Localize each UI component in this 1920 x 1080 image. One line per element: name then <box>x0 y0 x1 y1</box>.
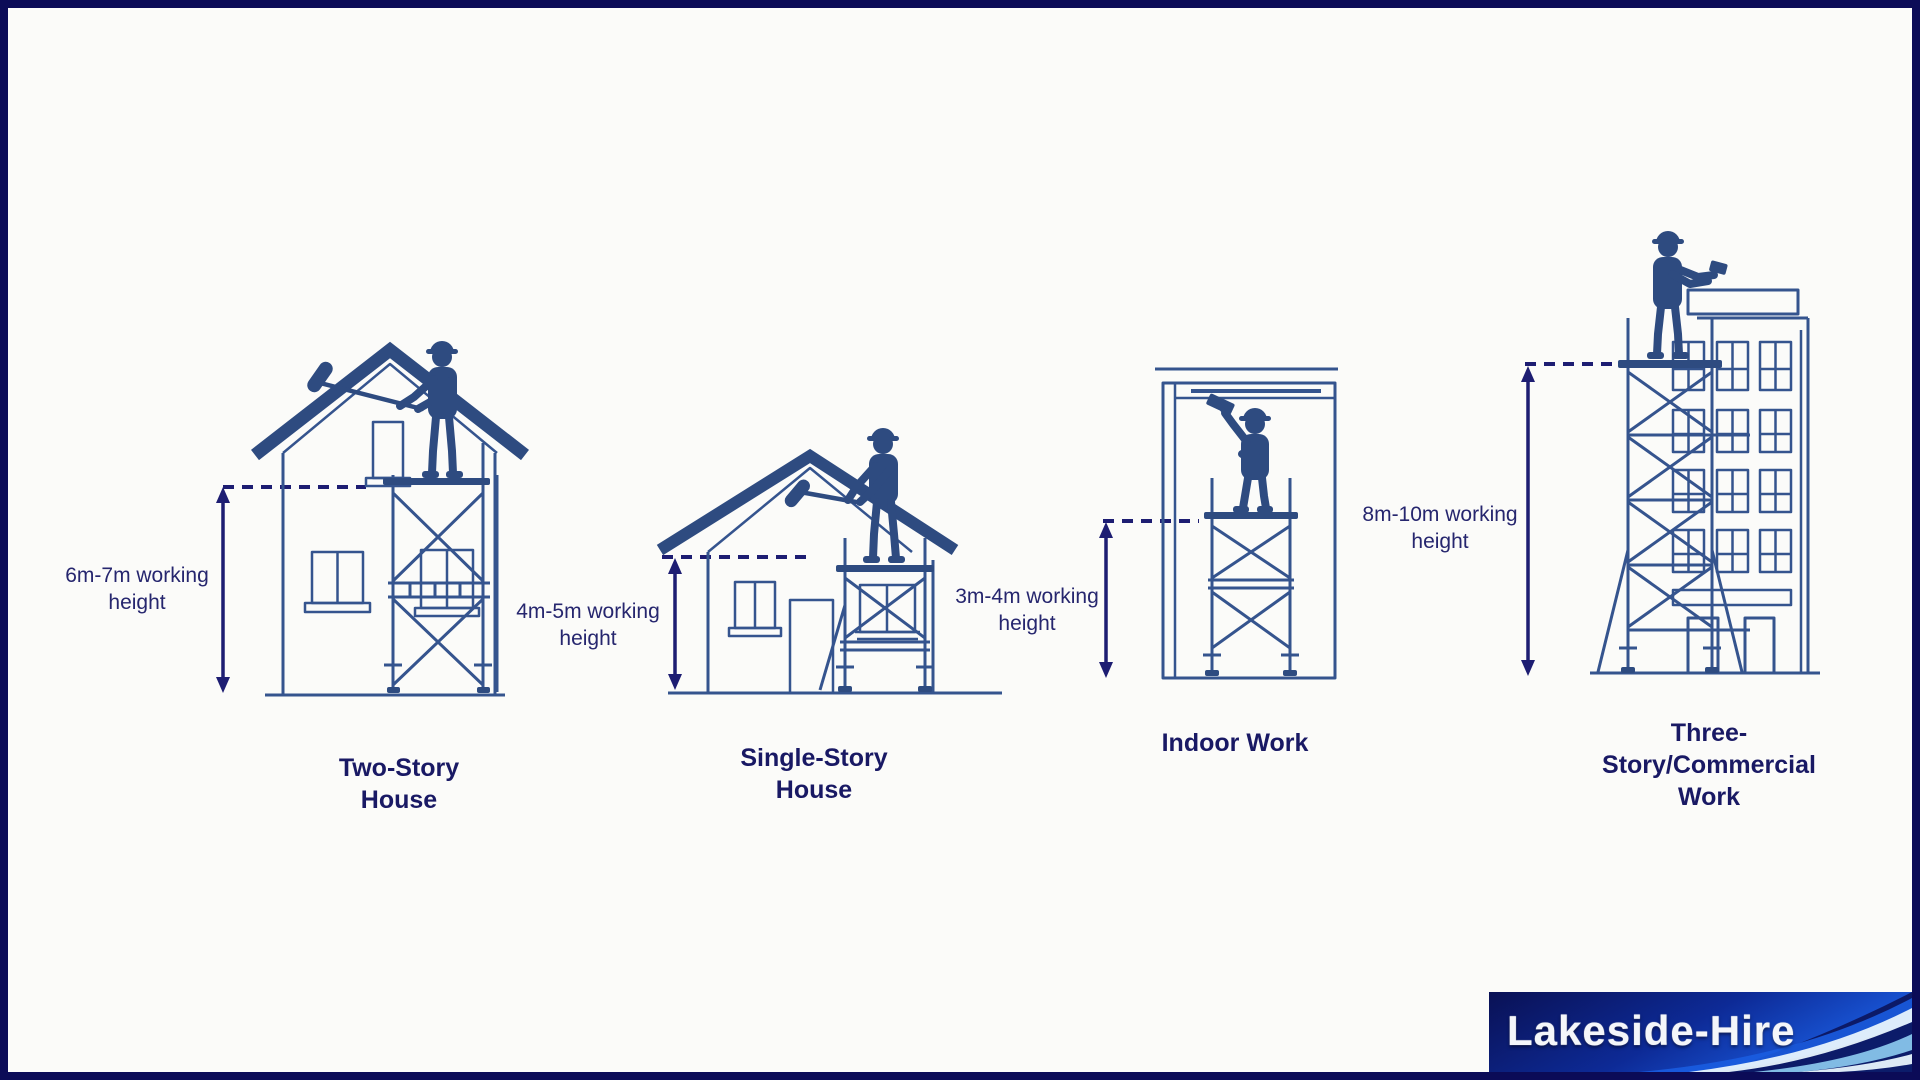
caption-commercial: Three- Story/Commercial Work <box>1602 719 1816 811</box>
worker-with-paint-roller <box>784 428 905 563</box>
scaffold-tower <box>1203 478 1299 676</box>
house <box>251 341 529 697</box>
two-story-house-illustration <box>216 341 529 697</box>
height-label-commercial: 8m-10m working height <box>1362 503 1518 553</box>
height-label-two-story: 6m-7m working height <box>65 564 209 614</box>
measurement-arrow-commercial <box>1521 362 1623 676</box>
logo-background-swoosh <box>1489 992 1912 1072</box>
measurement-arrow-two-story <box>216 485 366 693</box>
scaffold-tower <box>1596 318 1750 673</box>
room <box>1155 367 1338 680</box>
measurement-arrow-indoor <box>1099 519 1199 678</box>
worker-with-tool <box>1647 231 1728 359</box>
caption-two-story: Two-Story House <box>338 754 460 814</box>
lakeside-hire-logo: Lakeside-Hire <box>1489 992 1912 1072</box>
worker-with-paint-roller <box>307 341 463 478</box>
commercial-building-illustration <box>1521 231 1820 676</box>
worker-painting-ceiling <box>1206 393 1273 513</box>
windows <box>1671 340 1793 574</box>
building <box>1590 288 1820 675</box>
scaffold-tower <box>818 538 934 692</box>
indoor-work-illustration <box>1099 367 1338 680</box>
scaffold-tower <box>383 443 499 693</box>
caption-single-story: Single-Story House <box>740 744 888 804</box>
logo-text: Lakeside-Hire <box>1507 1007 1796 1054</box>
single-story-house-illustration <box>656 428 1002 695</box>
height-label-single-story: 4m-5m working height <box>516 600 660 650</box>
house <box>656 448 1002 695</box>
caption-indoor: Indoor Work <box>1161 729 1309 757</box>
height-label-indoor: 3m-4m working height <box>955 585 1099 635</box>
measurement-arrow-single-story <box>662 555 808 690</box>
